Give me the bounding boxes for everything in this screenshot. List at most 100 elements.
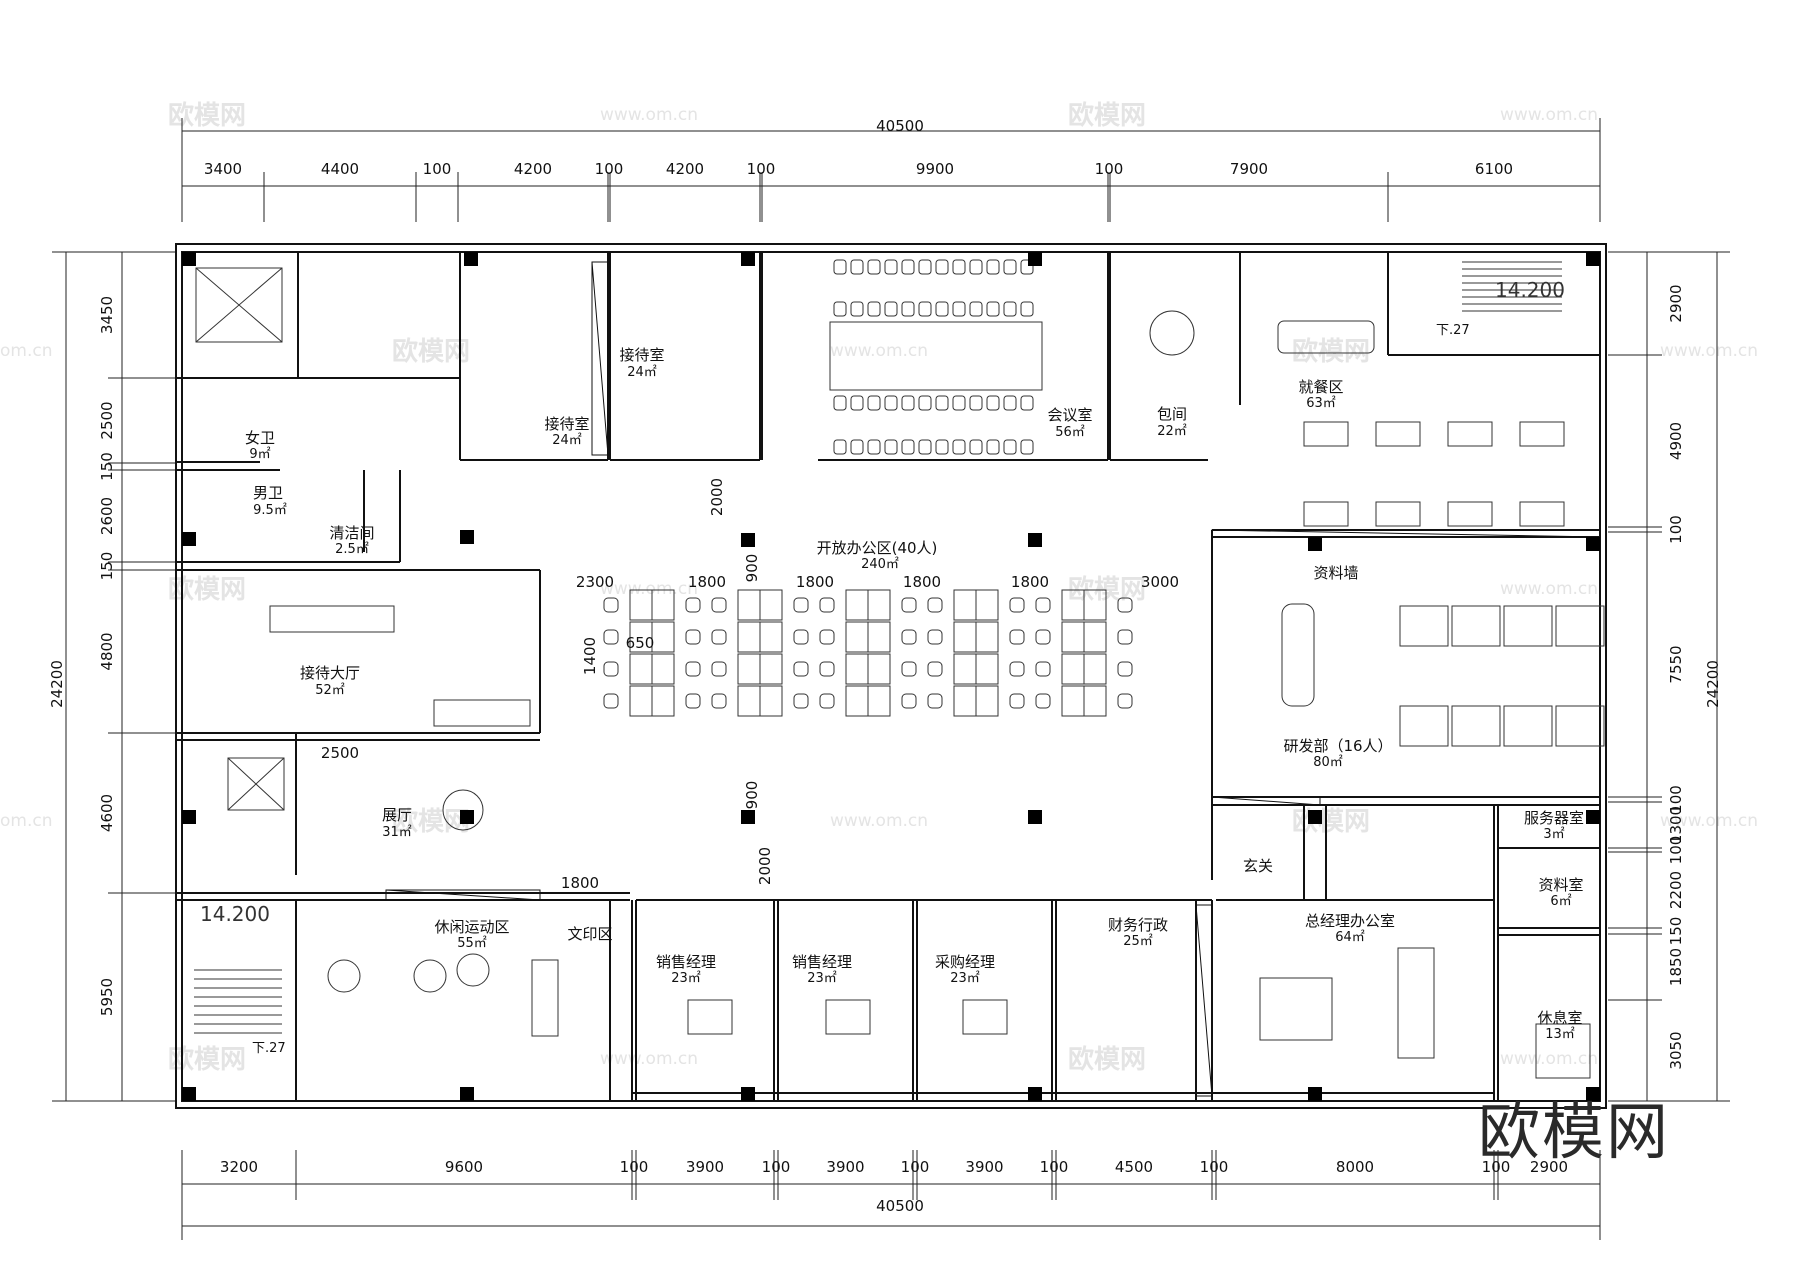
buffet-counter: [1277, 320, 1375, 354]
room-name: 总经理办公室: [1305, 912, 1395, 930]
desk: [845, 653, 869, 685]
chair: [685, 629, 701, 645]
chair: [603, 597, 619, 613]
glass-partition-hatch: [591, 261, 609, 456]
chair: [935, 395, 949, 411]
chair: [918, 395, 932, 411]
chair: [884, 395, 898, 411]
chair: [969, 259, 983, 275]
dimension-label: 100: [1040, 1158, 1069, 1176]
desk: [867, 589, 891, 621]
room-area: 56㎡: [1055, 425, 1085, 440]
room-area: 31㎡: [382, 825, 412, 840]
dining-table: [1375, 421, 1421, 447]
room-name: 休息室: [1537, 1009, 1582, 1027]
chair: [901, 301, 915, 317]
inner-dim-label: 1400: [581, 637, 599, 675]
dimension-label: 5950: [98, 978, 116, 1016]
overall-width-label: 40500: [876, 117, 924, 135]
desk: [1503, 605, 1553, 647]
column: [1308, 810, 1322, 824]
chair: [901, 693, 917, 709]
chair: [969, 395, 983, 411]
chair: [1020, 259, 1034, 275]
chair: [793, 661, 809, 677]
dimension-label: 7550: [1667, 645, 1685, 683]
chair: [1035, 693, 1051, 709]
chair: [867, 301, 881, 317]
column: [1586, 537, 1600, 551]
inner-dim-label: 1800: [561, 874, 599, 892]
watermark-brand: 欧模网: [1068, 1044, 1146, 1075]
room-name: 会议室: [1047, 406, 1092, 424]
chair: [603, 693, 619, 709]
round-table: [327, 959, 361, 993]
column: [741, 810, 755, 824]
room-area: 24㎡: [552, 433, 582, 448]
chair: [711, 597, 727, 613]
dimension-label: 7900: [1230, 160, 1268, 178]
chair: [1035, 629, 1051, 645]
column: [182, 1087, 196, 1101]
chair: [867, 395, 881, 411]
chair: [935, 301, 949, 317]
watermark-url: www.om.cn: [830, 811, 928, 831]
desk: [1555, 705, 1605, 747]
chair: [819, 661, 835, 677]
watermark-url: www.om.cn: [1660, 341, 1758, 361]
elevation-mark: 14.200: [1495, 278, 1565, 302]
column: [460, 530, 474, 544]
room-name: 资料室: [1538, 876, 1583, 894]
chair: [603, 661, 619, 677]
chair: [927, 693, 943, 709]
dimension-label: 3400: [204, 160, 242, 178]
chair: [685, 661, 701, 677]
room-name: 开放办公区(40人): [817, 539, 938, 557]
dimension-label: 4200: [514, 160, 552, 178]
structural-columns: [182, 252, 1600, 1101]
room-area: 55㎡: [457, 936, 487, 951]
column: [1028, 810, 1042, 824]
chair: [1020, 301, 1034, 317]
inner-dim-label: 1800: [796, 573, 834, 591]
room-area: 2.5㎡: [335, 542, 369, 557]
chair: [969, 301, 983, 317]
inner-dim-label: 2000: [756, 847, 774, 885]
room-area: 23㎡: [807, 971, 837, 986]
chair: [952, 439, 966, 455]
overall-height-label-right: 24200: [1704, 660, 1722, 708]
room-name: 财务行政: [1108, 916, 1168, 934]
chair: [833, 439, 847, 455]
room-area: 9.5㎡: [253, 503, 287, 518]
desk: [737, 621, 761, 653]
room-name: 包间: [1157, 405, 1187, 423]
watermark-url: om.cn: [0, 341, 53, 361]
dimension-label: 100: [1667, 785, 1685, 814]
dimension-label: 150: [98, 452, 116, 481]
dimension-label: 150: [98, 552, 116, 581]
chair: [918, 439, 932, 455]
desk: [1083, 685, 1107, 717]
desk: [1083, 589, 1107, 621]
dimension-label: 100: [595, 160, 624, 178]
overall-bottom-width-label: 40500: [876, 1197, 924, 1215]
glass-partition: [1211, 796, 1321, 806]
inner-dim-label: 900: [743, 554, 761, 583]
column: [741, 1087, 755, 1101]
room-area: 64㎡: [1335, 930, 1365, 945]
room-labels: 女卫 9㎡ 男卫 9.5㎡ 清洁间 2.5㎡ 接待室 24㎡ 接待室 24㎡ 会…: [245, 346, 1584, 1042]
chair: [793, 629, 809, 645]
desk: [953, 685, 977, 717]
desk: [1451, 705, 1501, 747]
desk: [1083, 621, 1107, 653]
dimension-label: 3900: [826, 1158, 864, 1176]
desk: [867, 621, 891, 653]
desk: [1399, 705, 1449, 747]
watermark-brand: 欧模网: [168, 100, 246, 131]
column: [1586, 1087, 1600, 1101]
inner-dim-label: 1800: [903, 573, 941, 591]
room-name: 展厅: [382, 806, 412, 824]
executive-desk: [1397, 947, 1435, 1059]
column: [1586, 810, 1600, 824]
